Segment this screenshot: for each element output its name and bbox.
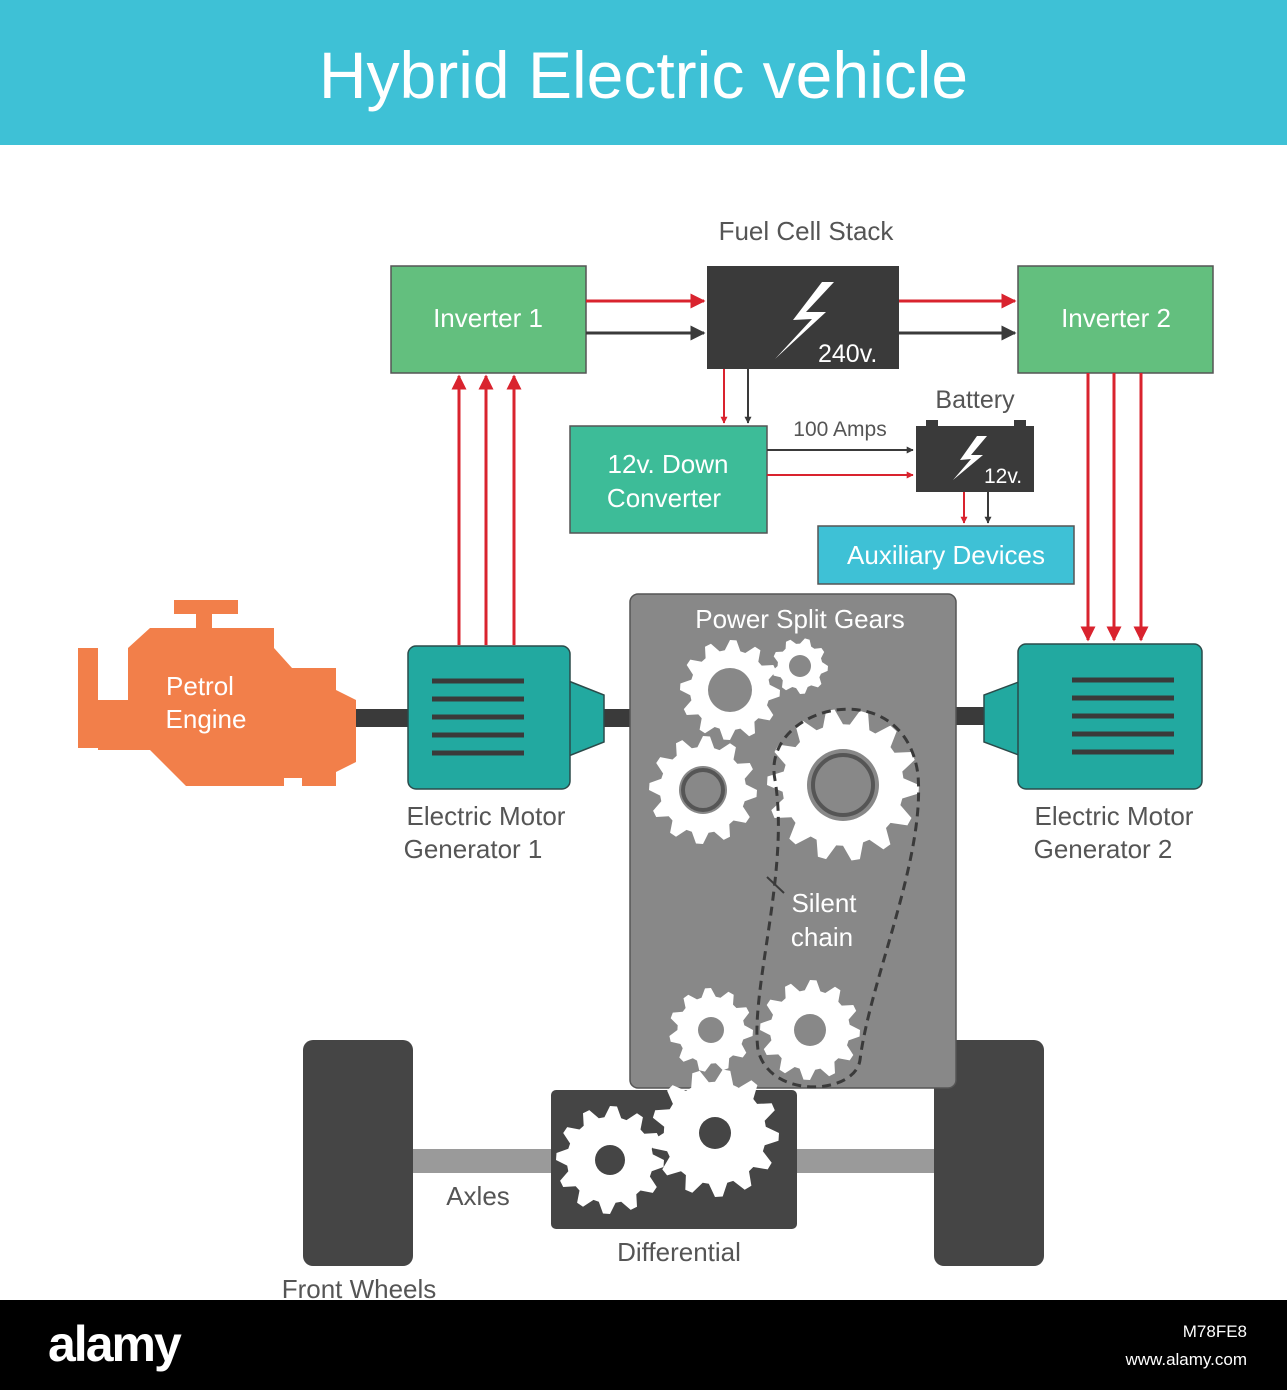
power-split-gearbox: Power Split Gears Silent chain bbox=[629, 593, 957, 1089]
power-flow-arrows bbox=[451, 293, 1149, 645]
differential bbox=[551, 1069, 797, 1229]
front-wheels-label: Front Wheels bbox=[282, 1274, 437, 1300]
emg2-label-line1: Electric Motor bbox=[1035, 801, 1194, 831]
gear-hub bbox=[708, 668, 752, 712]
front-wheel-left bbox=[303, 1040, 413, 1266]
power-split-gears-label: Power Split Gears bbox=[695, 604, 905, 634]
emg1-label-line1: Electric Motor bbox=[407, 801, 566, 831]
fuel-cell-stack-label: Fuel Cell Stack bbox=[719, 216, 895, 246]
emg2-label-line2: Generator 2 bbox=[1034, 834, 1173, 864]
fuel-cell-voltage: 240v. bbox=[818, 340, 877, 368]
title-banner bbox=[0, 0, 1287, 145]
image-id: M78FE8 bbox=[1182, 1322, 1247, 1341]
inverter-1-box: Inverter 1 bbox=[390, 265, 587, 374]
gear-hub bbox=[595, 1145, 625, 1175]
down-converter-box: 12v. Down Converter bbox=[569, 425, 768, 534]
hybrid-vehicle-diagram: Inverter 1 Fuel Cell Stack 240v. Inverte… bbox=[78, 216, 1214, 1300]
gear-hub-ring bbox=[681, 768, 725, 812]
fuel-cell-stack-box: 240v. bbox=[707, 266, 899, 369]
front-wheel-right bbox=[934, 1040, 1044, 1266]
battery-lightning-icon bbox=[953, 436, 987, 480]
gear-set bbox=[649, 638, 919, 1080]
gear-hub bbox=[807, 749, 879, 821]
petrol-engine-label-line2: Engine bbox=[166, 704, 247, 734]
emg1-label-line2: Generator 1 bbox=[404, 834, 543, 864]
petrol-engine: Petrol Engine bbox=[78, 600, 410, 786]
footer-logo: alamy bbox=[48, 1316, 182, 1372]
silent-chain-label-line2: chain bbox=[791, 922, 853, 952]
electric-motor-generator-1 bbox=[407, 645, 664, 790]
gear-hub bbox=[698, 1017, 724, 1043]
battery-label: Battery bbox=[935, 386, 1015, 414]
footer-url: www.alamy.com bbox=[1125, 1350, 1247, 1369]
electric-motor-generator-2 bbox=[920, 643, 1203, 790]
footer-bar: alamy M78FE8 www.alamy.com bbox=[0, 1300, 1287, 1390]
axles-label: Axles bbox=[446, 1181, 510, 1211]
gear-hub-ring bbox=[811, 753, 875, 817]
auxiliary-devices-box: Auxiliary Devices bbox=[817, 525, 1075, 585]
battery-voltage: 12v. bbox=[984, 465, 1022, 488]
differential-label: Differential bbox=[617, 1237, 741, 1267]
page-title: Hybrid Electric vehicle bbox=[318, 38, 969, 112]
gear-hub bbox=[794, 1014, 826, 1046]
down-converter-label-line2: Converter bbox=[607, 483, 721, 513]
silent-chain bbox=[755, 707, 921, 1089]
differential-gears bbox=[556, 1069, 779, 1214]
petrol-engine-label-line1: Petrol bbox=[166, 671, 234, 701]
auxiliary-devices-label: Auxiliary Devices bbox=[847, 540, 1045, 570]
gear-hub bbox=[699, 1117, 731, 1149]
down-converter-label-line1: 12v. Down bbox=[608, 449, 729, 479]
battery-box: 12v. bbox=[916, 420, 1034, 492]
current-label: 100 Amps bbox=[793, 418, 886, 441]
silent-chain-label-line1: Silent bbox=[791, 888, 857, 918]
gear-hub bbox=[789, 655, 811, 677]
inverter-2-label: Inverter 2 bbox=[1061, 303, 1171, 333]
gear-hub bbox=[679, 766, 727, 814]
inverter-1-label: Inverter 1 bbox=[433, 303, 543, 333]
inverter-2-box: Inverter 2 bbox=[1017, 265, 1214, 374]
